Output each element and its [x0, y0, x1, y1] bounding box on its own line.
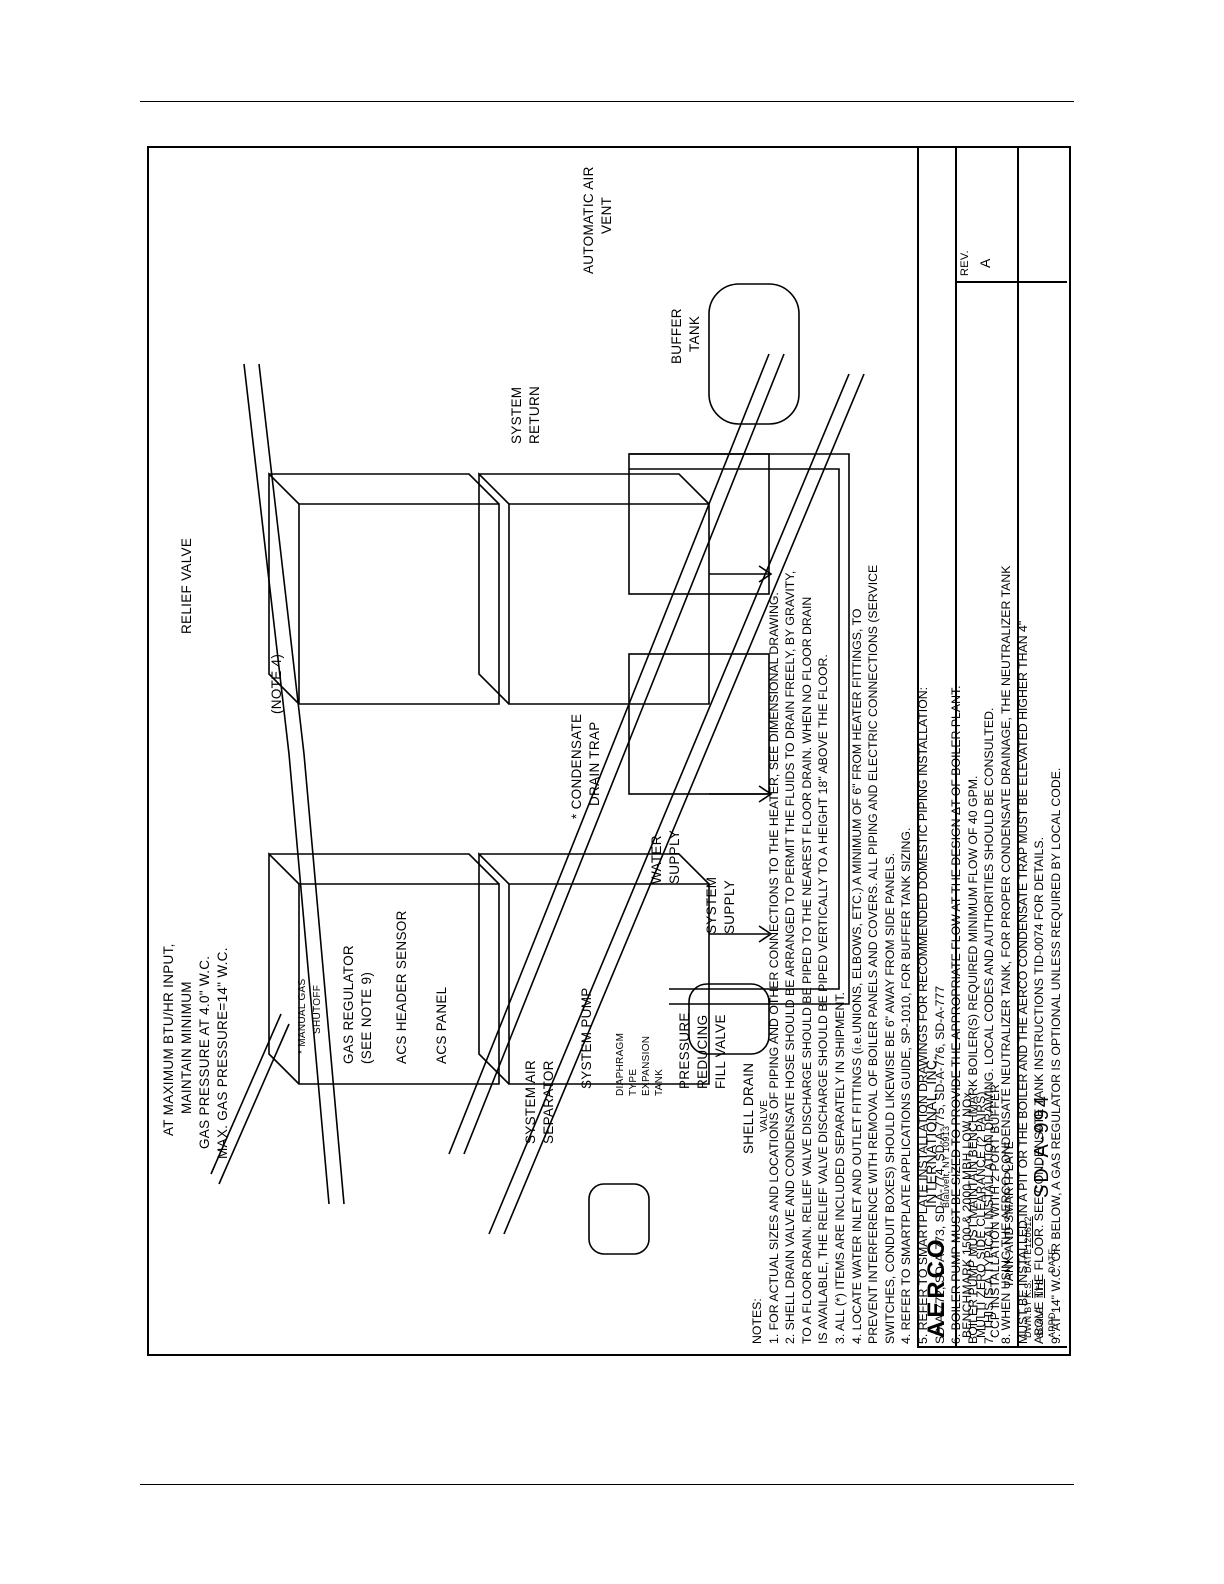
fill-valve-label-2: REDUCING: [695, 1014, 710, 1089]
description-line-3: CCP INSTALLATION WITH 2 PORT BUFFER: [988, 1083, 1002, 1338]
note-line: 1. FOR ACTUAL SIZES AND LOCATIONS OF PIP…: [766, 592, 781, 1344]
gas-header-pipe: [243, 363, 330, 1205]
note-line: SWITCHES, CONDUIT BOXES) SHOULD LIKEWISE…: [882, 852, 897, 1344]
gas-regulator-label-2: (SEE NOTE 9): [359, 971, 374, 1064]
note-line: 4. REFER TO SMARTPLATE APPLICATIONS GUID…: [899, 827, 914, 1344]
air-separator: [588, 1183, 650, 1255]
expansion-tank: [688, 983, 770, 1055]
diaphragm-label-3: EXPANSION: [641, 1035, 652, 1096]
manual-gas-label-1: * MANUAL GAS: [297, 978, 308, 1054]
company-address: Blauvelt, NY 10913: [941, 1125, 951, 1208]
rev-label: REV.: [959, 250, 971, 276]
system-pump-label: SYSTEM PUMP: [579, 987, 594, 1089]
description-line-1: BENCHMARK 1500 & 2000 MBH LOW NOx: [960, 1092, 974, 1338]
appd-label: APPD.: [1047, 1309, 1057, 1338]
drawing-sheet: AT MAXIMUM BTU/HR INPUT, MAINTAIN MINIMU…: [149, 148, 1069, 1354]
fill-valve-label-1: PRESSURE: [677, 1012, 692, 1089]
system-return-label-1: SYSTEM: [509, 386, 524, 444]
diaphragm-label-4: TANK: [654, 1068, 665, 1096]
smartplate-1: [628, 653, 770, 795]
system-supply-label-2: SUPPLY: [722, 879, 737, 934]
footer-rule: [140, 1484, 1074, 1485]
gas-input-label-2: MAINTAIN MINIMUM: [179, 981, 194, 1114]
description-line-2: MULTI ZERO SIDE CLEARANCE (2 PAIRS): [974, 1091, 988, 1338]
air-separator-label-2: SEPARATOR: [541, 1060, 556, 1144]
air-vent-label-2: VENT: [599, 196, 614, 234]
drawn-by-label: DWN.BY: [1023, 1300, 1033, 1338]
gas-input-label-4: MAX. GAS PRESSURE=14" W.C.: [215, 947, 230, 1159]
smartplate-2: [628, 453, 770, 595]
acs-header-sensor-label: ACS HEADER SENSOR: [394, 910, 409, 1064]
date-label: DATE: [1023, 1248, 1033, 1273]
acs-panel-label: ACS PANEL: [434, 986, 449, 1064]
air-separator-label-1: SYSTEM AIR: [523, 1059, 538, 1144]
piping-schematic: [210, 283, 865, 1255]
system-return-label-2: RETURN: [527, 385, 542, 444]
drawing-frame: AT MAXIMUM BTU/HR INPUT, MAINTAIN MINIMU…: [147, 146, 1071, 1356]
date-value: 120612: [1023, 1216, 1033, 1248]
gas-input-label-1: AT MAXIMUM BTU/HR INPUT,: [161, 943, 176, 1136]
header-rule: [140, 101, 1074, 102]
buffer-tank: [708, 283, 800, 425]
diaphragm-label-1: DIAPHRAGM: [615, 1032, 626, 1096]
gas-inlet-pipe: [218, 1023, 290, 1185]
gas-regulator-label-1: GAS REGULATOR: [341, 945, 356, 1064]
note-line: 4. LOCATE WATER INLET AND OUTLET FITTING…: [849, 608, 864, 1344]
note4-label: (NOTE 4): [269, 653, 284, 714]
supply-header: [448, 353, 770, 1155]
air-vent-label-1: AUTOMATIC AIR: [581, 166, 596, 274]
gas-input-label-3: GAS PRESSURE AT 4.0" W.C.: [197, 955, 212, 1149]
boiler-2: [478, 852, 710, 1085]
rev-value: A: [977, 258, 993, 268]
condensate-trap-label-2: DRAIN TRAP: [587, 721, 602, 806]
buffer-tank-label-1: BUFFER: [669, 308, 684, 364]
note-line: 2. SHELL DRAIN VALVE AND CONDENSATE HOSE…: [783, 570, 798, 1344]
manual-gas-label-2: SHUTOFF: [312, 984, 323, 1034]
diaphragm-label-2: TYPE: [628, 1068, 639, 1096]
note-line: IS AVAILABLE, THE RELIEF VALVE DISCHARGE…: [816, 654, 831, 1344]
return-header: [488, 373, 850, 1235]
boiler-1: [268, 852, 500, 1085]
water-supply-label-1: WATER: [649, 835, 664, 884]
condensate-trap-label-1: * CONDENSATE: [569, 713, 584, 819]
system-supply-label-1: SYSTEM: [704, 876, 719, 934]
buffer-tank-label-2: TANK: [687, 315, 702, 352]
scale-label: SCALE: [1035, 1306, 1045, 1338]
drawing-number: SD-A-994: [1031, 1094, 1053, 1198]
description-line-4: TANK AND SMARTPLATE: [1002, 1140, 1016, 1288]
scale-value: NTS: [1035, 1279, 1045, 1298]
note-line: 3. ALL (*) ITEMS ARE INCLUDED SEPARATELY…: [832, 992, 847, 1344]
fill-valve-label-3: FILL VALVE: [713, 1014, 728, 1089]
water-supply-label-2: SUPPLY: [667, 829, 682, 884]
notes-heading: NOTES:: [750, 1298, 764, 1344]
aerco-logo: AERCO: [923, 1236, 950, 1338]
boiler-3: [268, 472, 500, 705]
note-line: TO A FLOOR DRAIN. RELIEF VALVE DISCHARGE…: [799, 596, 814, 1344]
note-line: PREVENT INTERFERENCE WITH REMOVAL OF BOI…: [866, 564, 881, 1344]
drawn-by: K.S.: [1023, 1279, 1033, 1298]
appd-date-label: DATE: [1047, 1248, 1057, 1273]
company-name: INTERNATIONAL, INC.: [923, 1055, 939, 1208]
relief-valve-label: RELIEF VALVE: [179, 537, 194, 634]
title-block: AERCO INTERNATIONAL, INC. Blauvelt, NY 1…: [917, 148, 1067, 1348]
